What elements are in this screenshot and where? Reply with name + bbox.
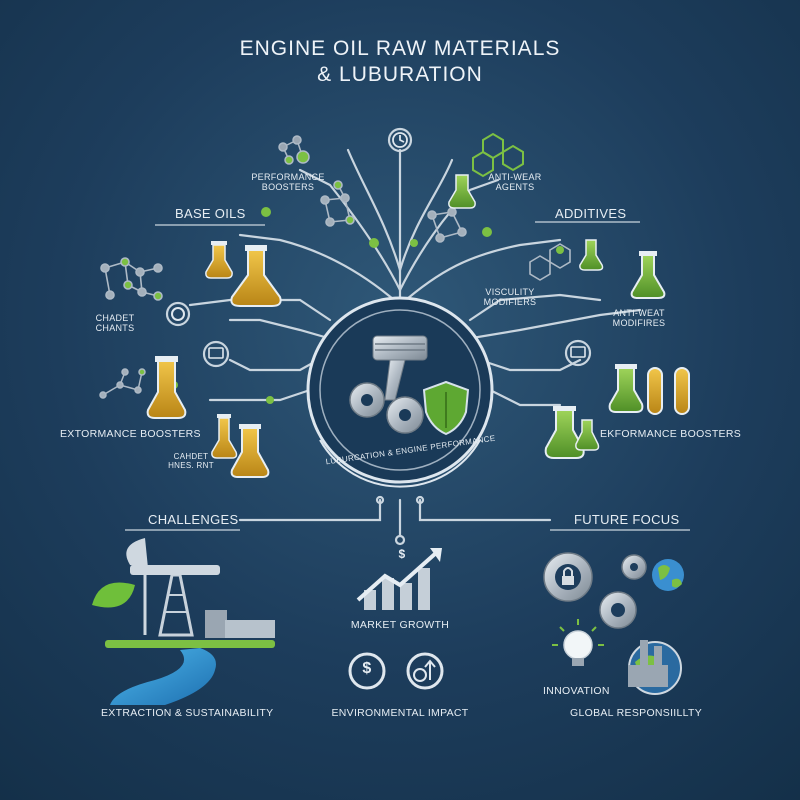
label-cahdet-hnes: CAHDET HNES. RNT bbox=[168, 452, 214, 471]
label-viscosity-modifiers: VISCULITY MODIFIERS bbox=[483, 287, 537, 308]
molecule-icon bbox=[100, 257, 163, 301]
label-market-growth: MARKET GROWTH bbox=[350, 619, 450, 631]
flask-icon bbox=[630, 251, 666, 299]
molecule-icon bbox=[427, 207, 467, 243]
flask-icon bbox=[230, 424, 270, 478]
molecule-icon bbox=[99, 368, 146, 399]
section-future-focus: FUTURE FOCUS bbox=[574, 512, 680, 527]
shield-icon bbox=[422, 380, 470, 436]
section-challenges: CHALLENGES bbox=[148, 512, 239, 527]
label-extraction-sustainability: EXTRACTION & SUSTAINABILITY bbox=[101, 707, 274, 719]
label-extormance-boosters: EXTORMANCE BOOSTERS bbox=[60, 428, 201, 440]
factory-icon bbox=[628, 640, 682, 695]
flask-icon bbox=[230, 245, 282, 307]
page-title-line2: & LUBURATION bbox=[317, 63, 483, 86]
leaf-icon bbox=[92, 582, 135, 608]
gear-icon bbox=[349, 382, 424, 434]
growth-chart-icon bbox=[356, 548, 442, 610]
flask-icon bbox=[579, 239, 604, 271]
label-anti-wear-modifiers: ANTI-WEAT MODIFIRES bbox=[612, 308, 666, 329]
dollar-sign: $ bbox=[362, 660, 372, 677]
growth-dollar-sign: $ bbox=[398, 547, 406, 561]
gear-icon bbox=[171, 307, 185, 321]
label-innovation: INNOVATION bbox=[543, 685, 610, 697]
molecule-icon bbox=[278, 135, 310, 165]
section-additives: ADDITIVES bbox=[555, 206, 627, 221]
molecule-icon bbox=[320, 180, 355, 227]
label-environmental-impact: ENVIRONMENTAL IMPACT bbox=[331, 707, 469, 719]
label-performance-boosters: PERFORMANCE BOOSTERS bbox=[251, 172, 325, 193]
flask-icon bbox=[211, 414, 238, 459]
flask-icon bbox=[205, 241, 233, 279]
piston-icon bbox=[372, 335, 428, 401]
header-rules bbox=[125, 221, 690, 531]
label-global-responsibility: GLOBAL RESPONSIILLTY bbox=[570, 707, 703, 719]
central-hub bbox=[306, 296, 494, 488]
monitor-icon bbox=[208, 346, 586, 359]
lock-gear-icon bbox=[543, 552, 593, 602]
flask-icon bbox=[608, 364, 644, 413]
gears-arrow-icon bbox=[406, 652, 444, 690]
section-base-oils: BASE OILS bbox=[175, 206, 246, 221]
globe-icon bbox=[652, 559, 684, 591]
dollar-coin-icon bbox=[348, 652, 386, 690]
oil-pump-icon bbox=[105, 538, 275, 648]
flask-icon bbox=[575, 419, 600, 451]
label-chadet-chants: CHADET CHANTS bbox=[95, 313, 135, 334]
test-tube-icon bbox=[647, 367, 690, 415]
molecule-icon bbox=[529, 243, 571, 281]
label-ekformance-boosters: EKFORMANCE BOOSTERS bbox=[600, 428, 742, 440]
flask-icon bbox=[448, 174, 476, 209]
gear-icon bbox=[599, 554, 647, 629]
river-icon bbox=[110, 648, 216, 705]
label-anti-wear-agents: ANTI-WEAR AGENTS bbox=[488, 172, 542, 193]
molecule-icon bbox=[472, 132, 524, 178]
page-title-line1: ENGINE OIL RAW MATERIALS bbox=[239, 37, 561, 60]
lightbulb-icon bbox=[552, 619, 604, 666]
clock-icon bbox=[392, 132, 408, 148]
flask-icon bbox=[146, 356, 187, 419]
